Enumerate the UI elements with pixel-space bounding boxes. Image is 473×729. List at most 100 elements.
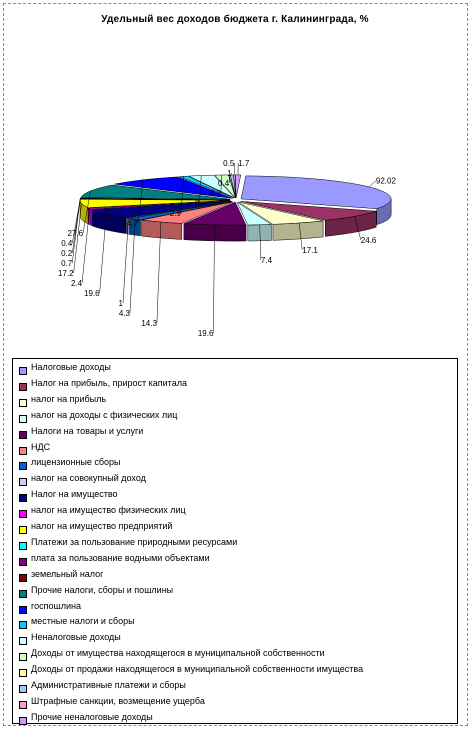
leader-line xyxy=(213,224,215,334)
data-label: 24.6 xyxy=(361,236,377,245)
data-label: 0.7 xyxy=(61,259,73,268)
legend-label: Платежи за пользование природными ресурс… xyxy=(31,536,238,547)
leader-line xyxy=(259,224,262,261)
legend-swatch xyxy=(19,573,27,582)
legend-item: налог на имущество предприятий xyxy=(19,522,455,538)
legend-swatch xyxy=(19,605,27,614)
leader-line xyxy=(82,190,91,234)
legend-item: НДС xyxy=(19,441,455,459)
legend-item: местные налоги и сборы xyxy=(19,617,455,633)
pie-slice xyxy=(183,201,247,226)
legend-swatch xyxy=(19,478,27,487)
legend-swatch xyxy=(19,430,27,439)
data-label: 19.6 xyxy=(198,329,214,338)
legend-swatch xyxy=(19,589,27,598)
data-label: 0.2 xyxy=(61,249,73,258)
data-label: 1.7 xyxy=(238,159,250,168)
legend-label: земельный налог xyxy=(31,568,104,579)
legend-swatch xyxy=(19,526,27,534)
legend-label: Прочие неналоговые доходы xyxy=(31,711,153,722)
leader-line xyxy=(81,208,90,284)
data-label: 4.3 xyxy=(210,189,222,198)
legend-swatch xyxy=(19,462,27,471)
chart-title: Удельный вес доходов бюджета г. Калининг… xyxy=(101,14,369,25)
legend-label: налог на имущество физических лиц xyxy=(31,505,186,516)
leader-line xyxy=(220,174,222,194)
data-label: 7.4 xyxy=(261,256,273,265)
data-label: 2.9 xyxy=(170,209,182,218)
legend-swatch xyxy=(19,398,27,407)
legend-label: налог на совокупный доход xyxy=(31,473,146,484)
legend-label: налог на имущество предприятий xyxy=(31,521,173,531)
legend-swatch xyxy=(19,494,27,503)
data-label: 1 xyxy=(227,169,232,178)
data-label: 27.6 xyxy=(67,229,83,238)
leader-line xyxy=(354,216,362,241)
legend-item: госпошлина xyxy=(19,601,455,618)
legend-item: плата за пользование водными объектами xyxy=(19,553,455,570)
legend-label: НДС xyxy=(31,441,51,452)
leader-line xyxy=(129,219,136,314)
legend-swatch xyxy=(19,541,27,550)
pie-slice xyxy=(188,174,235,199)
data-label: 24.7 xyxy=(123,219,139,228)
legend-swatch xyxy=(19,716,27,725)
legend-item: Прочие налоги, сборы и пошлины xyxy=(19,584,455,602)
legend-item: налог на доходы с физических лиц xyxy=(19,409,455,427)
legend-item: Налоговые доходы xyxy=(19,363,455,379)
pie-slice xyxy=(80,184,231,200)
pie-slice xyxy=(127,201,232,219)
pie-slice xyxy=(141,201,234,224)
legend-item: Доходы от имущества находящегося в муниц… xyxy=(19,649,455,665)
legend-item: лицензионные сборы xyxy=(19,458,455,474)
legend-label: Доходы от имущества находящегося в муниц… xyxy=(31,648,325,659)
leader-line xyxy=(73,203,82,274)
data-label: 92.02 xyxy=(376,177,397,186)
legend-swatch xyxy=(19,637,27,646)
legend-item: налог на прибыль xyxy=(19,394,455,411)
legend-item: Прочие неналоговые доходы xyxy=(19,711,455,729)
legend-swatch xyxy=(19,653,27,662)
legend-swatch xyxy=(19,382,27,391)
legend-label: Административные платежи и сборы xyxy=(31,680,186,690)
legend-swatch xyxy=(19,621,27,630)
legend-swatch xyxy=(19,685,27,693)
legend-swatch xyxy=(19,700,27,709)
legend-item: налог на имущество физических лиц xyxy=(19,506,455,522)
leader-line xyxy=(72,198,81,244)
legend-swatch xyxy=(19,446,27,455)
legend-label: Налог на имущество xyxy=(31,489,118,500)
legend-label: Прочие налоги, сборы и пошлины xyxy=(31,584,174,595)
pie-slice xyxy=(236,201,273,226)
data-label: 17.1 xyxy=(302,246,318,255)
leader-line xyxy=(156,221,162,324)
data-label: 2.4 xyxy=(71,279,83,288)
data-label: 0.5 xyxy=(223,159,235,168)
legend-label: Доходы от продажи находящегося в муницип… xyxy=(31,664,364,675)
legend-item: Платежи за пользование природными ресурс… xyxy=(19,536,455,554)
data-label: 0.4 xyxy=(61,239,73,248)
legend-item: Штрафные санкции, возмещение ущерба xyxy=(19,696,455,713)
legend-label: Неналоговые доходы xyxy=(31,632,121,643)
legend-item: Налог на прибыль, прирост капитала xyxy=(19,378,455,395)
data-label: 0.4 xyxy=(218,179,230,188)
legend-swatch xyxy=(19,367,27,375)
leader-line xyxy=(199,175,202,204)
pie-slice xyxy=(235,174,242,198)
legend-item: Налог на имущество xyxy=(19,490,455,506)
legend-label: Налоги на товары и услуги xyxy=(31,425,144,436)
pie-slice-side xyxy=(183,223,247,242)
legend-item: Налоги на товары и услуги xyxy=(19,425,455,443)
leader-line xyxy=(368,180,377,188)
legend-label: лицензионные сборы xyxy=(31,457,121,468)
pie-chart: 92.0224.617.17.419.614.34.3119.62.417.20… xyxy=(58,159,397,338)
pie-slice xyxy=(114,176,233,199)
legend-item: земельный налог xyxy=(19,568,455,586)
legend-swatch xyxy=(19,669,27,678)
leader-line xyxy=(122,218,129,304)
data-label: 14.3 xyxy=(141,319,157,328)
legend-item: Неналоговые доходы xyxy=(19,633,455,649)
legend-label: налог на доходы с физических лиц xyxy=(31,409,178,420)
legend-item: налог на совокупный доход xyxy=(19,474,455,490)
data-label: 1 xyxy=(119,299,124,308)
